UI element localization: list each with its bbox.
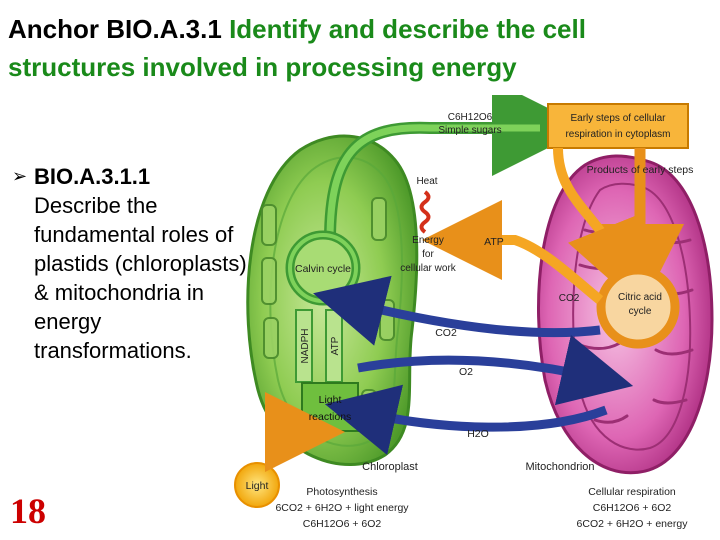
bullet-point: ➢ BIO.A.3.1.1 Describe the fundamental r… [12,162,252,365]
atp-label: ATP [484,236,504,248]
heat-icon [419,190,431,234]
photosynthesis-equation-2: C6H12O6 + 6O2 [303,518,382,530]
energy-flow-diagram: C6H12O6 Simple sugars Early steps of cel… [234,95,714,530]
mitochondrion-label: Mitochondrion [525,461,594,473]
atp-flow-arrow [422,200,604,304]
bullet-arrow-icon: ➢ [12,166,28,186]
o2-arrow-label: O2 [459,366,473,378]
slide-number: 18 [10,491,46,531]
respiration-equation-1: C6H12O6 + 6O2 [593,502,672,514]
energy-label-2: for [422,249,434,260]
light-reactions-label-2: reactions [309,411,352,423]
atp-vertical-label: ATP [330,336,341,355]
chloroplast-label: Chloroplast [362,461,418,473]
anchor-code: Anchor BIO.A.3.1 [8,14,222,44]
light-label: Light [246,480,269,492]
photosynthesis-equation-1: 6CO2 + 6H2O + light energy [275,502,409,514]
sugars-formula: C6H12O6 [448,112,493,123]
nadph-label: NADPH [300,328,311,363]
sugars-label: Simple sugars [438,125,501,136]
citric-acid-label-2: cycle [629,306,652,317]
bullet-text: Describe the fundamental roles of plasti… [34,193,247,363]
anchor-title: Identify and describe the cell structure… [8,14,586,82]
bullet-code: BIO.A.3.1.1 [34,164,151,189]
light-reactions-label-1: Light [319,394,342,406]
early-steps-box [547,103,689,149]
o2-arrow [357,334,634,406]
early-steps-label-1: Early steps of cellular [570,113,666,124]
heat-label: Heat [416,176,437,187]
energy-label-3: cellular work [400,263,457,274]
citric-acid-label-1: Citric acid [618,292,662,303]
products-label: Products of early steps [587,164,694,176]
co2-arrow [313,275,601,346]
h2o-arrow-label: H2O [467,428,489,440]
energy-label-1: Energy [412,235,444,246]
photosynthesis-title: Photosynthesis [306,486,377,498]
respiration-title: Cellular respiration [588,486,676,498]
h2o-arrow [324,384,608,456]
citric-acid-cycle [596,265,680,349]
early-steps-label-2: respiration in cytoplasm [565,129,670,140]
co2-arrow-label: CO2 [435,327,457,339]
respiration-equation-2: 6CO2 + 6H2O + energy [577,518,689,530]
slide-title: Anchor BIO.A.3.1 Identify and describe t… [8,10,708,86]
co2-top-label: CO2 [559,293,580,304]
calvin-cycle-label: Calvin cycle [295,263,351,275]
light-reactions-box [301,382,359,432]
light-sun-icon [234,392,345,508]
